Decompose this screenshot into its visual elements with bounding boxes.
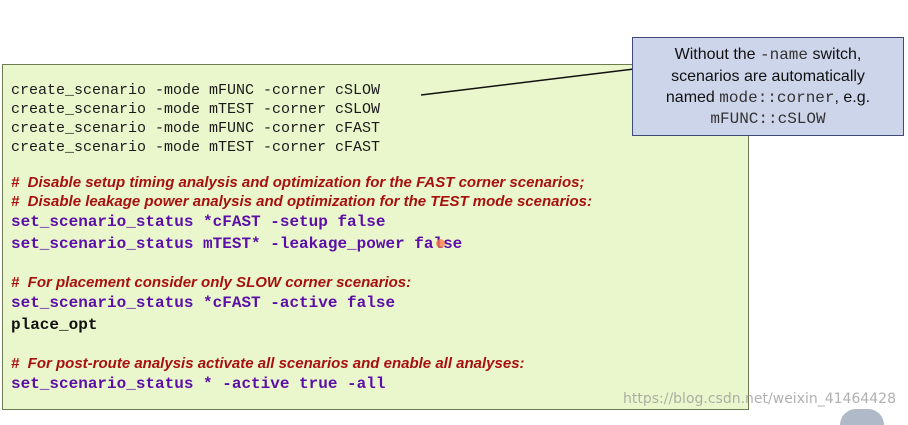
- code-panel: create_scenario -mode mFUNC -corner cSLO…: [2, 64, 749, 410]
- pointer-cursor-icon: [436, 239, 445, 248]
- callout-example: mFUNC::cSLOW: [710, 110, 826, 128]
- code-command: place_opt: [11, 316, 98, 334]
- callout-line-3: named mode::corner, e.g.: [633, 87, 903, 109]
- callout-line-1: Without the -name switch,: [633, 44, 903, 66]
- code-command: set_scenario_status * -active true -all: [11, 375, 386, 393]
- code-line-create-scenario: create_scenario -mode mFUNC -corner cFAS…: [11, 120, 381, 137]
- code-command: set_scenario_status *cFAST -setup false: [11, 213, 386, 231]
- callout-text: Without the: [674, 46, 760, 63]
- corner-avatar-shape: [840, 409, 884, 425]
- callout-switch-name: -name: [760, 46, 809, 64]
- code-comment: # Disable setup timing analysis and opti…: [11, 174, 585, 191]
- code-comment: # For placement consider only SLOW corne…: [11, 274, 412, 291]
- callout-box: Without the -name switch, scenarios are …: [632, 37, 904, 136]
- callout-text: named: [665, 89, 720, 106]
- code-comment: # For post-route analysis activate all s…: [11, 355, 525, 372]
- callout-line-2: scenarios are automatically: [671, 68, 865, 85]
- watermark: https://blog.csdn.net/weixin_41464428: [622, 391, 896, 407]
- code-command: set_scenario_status *cFAST -active false: [11, 294, 396, 312]
- callout-format: mode::corner: [719, 89, 835, 107]
- code-line-create-scenario: create_scenario -mode mTEST -corner cSLO…: [11, 101, 381, 118]
- code-command: set_scenario_status mTEST* -leakage_powe…: [11, 235, 463, 253]
- code-line-create-scenario: create_scenario -mode mFUNC -corner cSLO…: [11, 82, 381, 99]
- code-line-create-scenario: create_scenario -mode mTEST -corner cFAS…: [11, 139, 381, 156]
- callout-text: switch,: [808, 46, 862, 63]
- callout-text: , e.g.: [834, 89, 871, 106]
- code-comment: # Disable leakage power analysis and opt…: [11, 193, 592, 210]
